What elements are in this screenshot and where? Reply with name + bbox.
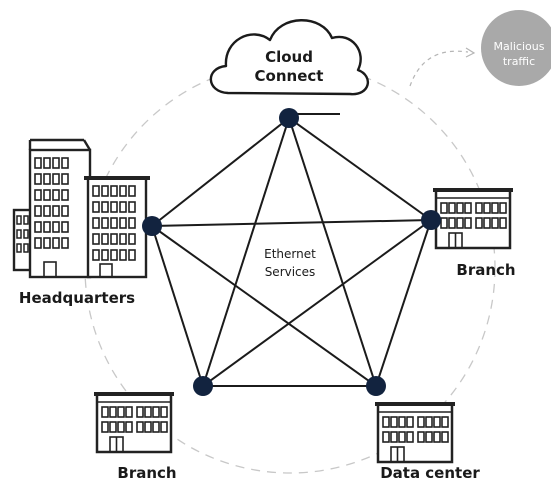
threat-circle bbox=[481, 10, 551, 86]
node-data_center[interactable] bbox=[366, 376, 386, 396]
node-cloud[interactable] bbox=[279, 108, 299, 128]
threat-label-line1: Malicious bbox=[494, 40, 545, 53]
threat-arrow bbox=[409, 50, 469, 87]
cloud-connect[interactable]: Cloud Connect bbox=[209, 19, 369, 96]
data-center-building-icon bbox=[373, 402, 457, 464]
link-cloud-data_center bbox=[288, 117, 377, 387]
link-branch_right-data_center bbox=[375, 219, 432, 387]
link-headquarters-data_center bbox=[151, 225, 377, 387]
node-branch_right[interactable] bbox=[421, 210, 441, 230]
node-headquarters[interactable] bbox=[142, 216, 162, 236]
branch-right-building-icon bbox=[431, 188, 515, 250]
link-cloud-headquarters bbox=[151, 117, 290, 227]
center-label-line1: Ethernet bbox=[264, 247, 316, 261]
headquarters-label: Headquarters bbox=[19, 289, 135, 307]
malicious-traffic-badge: Malicious traffic bbox=[409, 10, 551, 87]
cloud-icon bbox=[209, 19, 369, 96]
link-cloud-branch_left bbox=[202, 117, 290, 387]
threat-label-line2: traffic bbox=[503, 55, 535, 68]
link-headquarters-branch_right bbox=[151, 219, 432, 227]
branch-left-building-icon bbox=[92, 392, 176, 454]
center-label-line2: Services bbox=[265, 265, 316, 279]
branch-right-label: Branch bbox=[456, 261, 515, 279]
branch-left-label: Branch bbox=[117, 464, 176, 482]
link-cloud-branch_right bbox=[288, 117, 432, 221]
mesh-nodes bbox=[142, 108, 441, 396]
node-branch_left[interactable] bbox=[193, 376, 213, 396]
data-center-label: Data center bbox=[380, 464, 480, 482]
link-branch_right-branch_left bbox=[202, 219, 432, 387]
headquarters-icon bbox=[12, 138, 150, 279]
cloud-label-line2: Connect bbox=[255, 67, 324, 85]
cloud-label-line1: Cloud bbox=[265, 48, 313, 66]
mesh-links bbox=[151, 113, 432, 387]
link-headquarters-branch_left bbox=[151, 225, 204, 387]
